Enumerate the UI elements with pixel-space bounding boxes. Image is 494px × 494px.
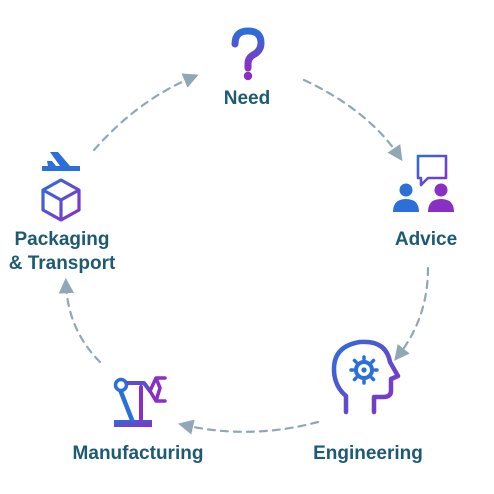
step-label-manufacturing: Manufacturing <box>72 443 204 464</box>
arrow-need-to-advice <box>302 78 403 162</box>
step-label-packaging: Packaging & Transport <box>0 228 124 276</box>
plane-box-icon <box>41 152 81 222</box>
step-label-need: Need <box>223 88 271 109</box>
arrow-advice-to-engineering <box>394 266 430 361</box>
step-label-packaging-line1: Packaging <box>14 229 110 250</box>
step-label-engineering: Engineering <box>313 443 423 464</box>
head-gear-icon <box>331 339 401 415</box>
robot-arm-icon <box>113 376 167 427</box>
step-label-advice: Advice <box>394 229 458 250</box>
question-mark-icon <box>231 27 265 81</box>
step-label-packaging-line2: & Transport <box>8 253 116 274</box>
consultation-icon <box>393 154 454 212</box>
arrow-engineering-to-manufacturing <box>177 419 320 435</box>
arrow-manufacturing-to-packaging <box>58 277 102 364</box>
arrow-packaging-to-need <box>92 73 199 152</box>
